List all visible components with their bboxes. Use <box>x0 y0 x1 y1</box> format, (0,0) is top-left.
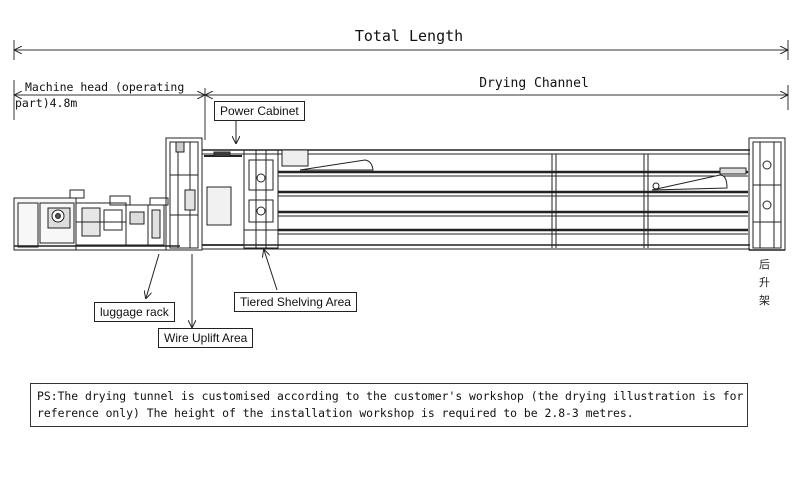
installation-note: PS:The drying tunnel is customised accor… <box>30 383 748 427</box>
section-dimension <box>13 80 789 140</box>
tiered-shelving-label: Tiered Shelving Area <box>234 292 357 312</box>
callout-arrows <box>146 118 278 327</box>
tiered-shelving-lift <box>243 149 279 249</box>
machine-head-label-2: part)4.8m <box>15 96 77 110</box>
rear-lift-char-1: 后 <box>759 258 770 271</box>
rear-lift-char-3: 架 <box>759 294 770 307</box>
rear-lift <box>748 137 786 251</box>
total-length-dimension <box>13 40 789 60</box>
note-line-1: PS:The drying tunnel is customised accor… <box>37 389 744 403</box>
machine-head <box>13 137 203 251</box>
drying-channel-body <box>202 149 750 250</box>
wire-uplift-label: Wire Uplift Area <box>158 328 254 348</box>
machine-head-label-1: Machine head (operating <box>25 80 184 94</box>
total-length-label: Total Length <box>355 27 463 45</box>
note-line-2: reference only) The height of the instal… <box>37 406 634 420</box>
luggage-rack-label: luggage rack <box>94 302 175 322</box>
power-cabinet <box>201 149 245 246</box>
power-cabinet-label: Power Cabinet <box>214 101 305 121</box>
rear-lift-char-2: 升 <box>759 276 770 289</box>
drying-channel-label: Drying Channel <box>479 76 589 91</box>
